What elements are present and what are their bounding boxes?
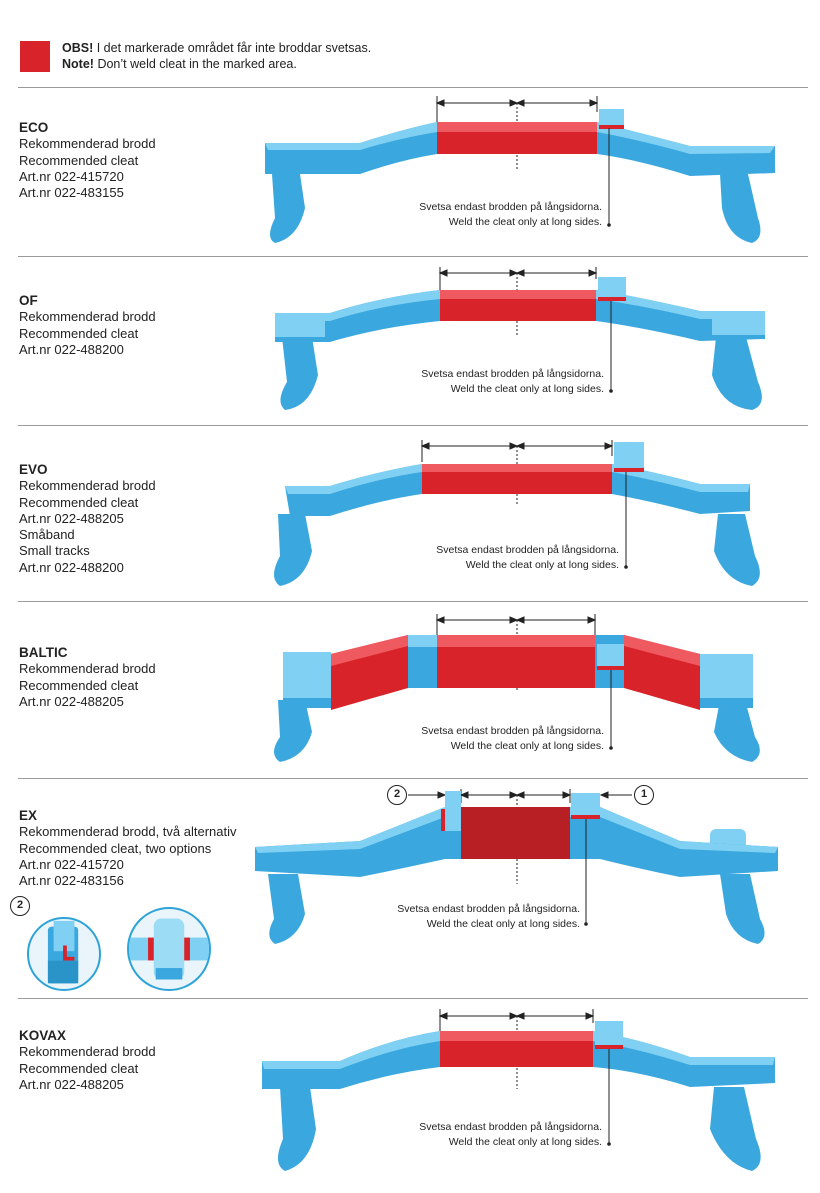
weld-note: Svetsa endast brodden på långsidorna. We… — [419, 1120, 602, 1150]
divider — [18, 778, 808, 779]
detail-callout-2: 2 — [10, 896, 30, 916]
section-of: OF Rekommenderad brodd Recommended cleat… — [0, 257, 820, 425]
note-sv: Svetsa endast brodden på långsidorna. — [419, 1121, 602, 1133]
section-kovax: KOVAX Rekommenderad brodd Recommended cl… — [0, 999, 820, 1193]
obs-label: OBS! — [62, 41, 94, 55]
info-line: Recommended cleat, two options — [19, 840, 212, 856]
note-en: Weld the cleat only at long sides. — [448, 1136, 602, 1148]
callout-option-2: 2 — [387, 785, 407, 805]
info-line: Recommended cleat — [19, 494, 139, 510]
note-sv: Svetsa endast brodden på långsidorna. — [397, 903, 580, 915]
info-line: Recommended cleat — [19, 1060, 139, 1076]
weld-note: Svetsa endast brodden på långsidorna. We… — [419, 200, 602, 230]
marked-area-swatch — [20, 41, 50, 72]
divider — [18, 425, 808, 426]
divider — [18, 998, 808, 999]
info-line: Recommended cleat — [19, 325, 139, 341]
info-line: Art.nr 022-488200 — [19, 341, 124, 357]
info-line: Småband — [19, 527, 75, 543]
divider — [18, 87, 808, 88]
note-en: Weld the cleat only at long sides. — [448, 216, 602, 228]
divider — [18, 601, 808, 602]
note-en: Weld the cleat only at long sides. — [465, 559, 619, 571]
info-line: Small tracks — [19, 543, 90, 559]
weld-note: Svetsa endast brodden på långsidorna. We… — [421, 724, 604, 754]
product-info: BALTIC Rekommenderad brodd Recommended c… — [19, 645, 156, 710]
info-line: Art.nr 022-415720 — [19, 168, 124, 184]
product-info: EX Rekommenderad brodd, två alternativ R… — [19, 808, 237, 889]
eco-track-illustration — [265, 96, 775, 243]
product-info: ECO Rekommenderad brodd Recommended clea… — [19, 120, 156, 201]
info-line: Rekommenderad brodd — [19, 136, 156, 152]
info-line: Recommended cleat — [19, 677, 139, 693]
section-ex: EX Rekommenderad brodd, två alternativ R… — [0, 779, 820, 998]
info-line: Art.nr 022-488205 — [19, 1076, 124, 1092]
baltic-track-illustration — [274, 614, 760, 762]
info-line: Rekommenderad brodd — [19, 661, 156, 677]
weld-note: Svetsa endast brodden på långsidorna. We… — [421, 367, 604, 397]
note-sv: Svetsa endast brodden på långsidorna. — [421, 368, 604, 380]
info-line: Art.nr 022-415720 — [19, 856, 124, 872]
info-line: Art.nr 022-488205 — [19, 510, 124, 526]
info-line: Recommended cleat — [19, 152, 139, 168]
product-name: ECO — [19, 120, 49, 135]
info-line: Art.nr 022-488200 — [19, 559, 124, 575]
product-info: OF Rekommenderad brodd Recommended cleat… — [19, 293, 156, 358]
product-info: EVO Rekommenderad brodd Recommended clea… — [19, 462, 156, 576]
note-sv: Svetsa endast brodden på långsidorna. — [419, 201, 602, 213]
section-baltic: BALTIC Rekommenderad brodd Recommended c… — [0, 602, 820, 778]
product-name: EX — [19, 808, 38, 823]
note-sv: Svetsa endast brodden på långsidorna. — [421, 725, 604, 737]
callout-option-1: 1 — [634, 785, 654, 805]
obs-text: I det markerade området får inte broddar… — [96, 41, 372, 55]
detail-view-side — [27, 917, 101, 991]
product-name: EVO — [19, 462, 48, 477]
weld-note: Svetsa endast brodden på långsidorna. We… — [436, 543, 619, 573]
info-line: Rekommenderad brodd — [19, 309, 156, 325]
note-en: Weld the cleat only at long sides. — [426, 918, 580, 930]
evo-track-illustration — [274, 440, 760, 586]
note-text: Don’t weld cleat in the marked area. — [97, 57, 297, 71]
note-en: Weld the cleat only at long sides. — [450, 383, 604, 395]
product-info: KOVAX Rekommenderad brodd Recommended cl… — [19, 1028, 156, 1093]
info-line: Art.nr 022-488205 — [19, 693, 124, 709]
info-line: Art.nr 022-483156 — [19, 873, 124, 889]
info-line: Rekommenderad brodd — [19, 478, 156, 494]
section-eco: ECO Rekommenderad brodd Recommended clea… — [0, 88, 820, 256]
info-line: Art.nr 022-483155 — [19, 185, 124, 201]
info-line: Rekommenderad brodd — [19, 1044, 156, 1060]
detail-view-top — [127, 907, 211, 991]
note-sv: Svetsa endast brodden på långsidorna. — [436, 544, 619, 556]
legend-text: OBS! I det markerade området får inte br… — [62, 40, 371, 72]
divider — [18, 256, 808, 257]
product-name: BALTIC — [19, 645, 68, 660]
note-en: Weld the cleat only at long sides. — [450, 740, 604, 752]
legend: OBS! I det markerade området får inte br… — [20, 40, 620, 74]
product-name: OF — [19, 293, 38, 308]
section-evo: EVO Rekommenderad brodd Recommended clea… — [0, 426, 820, 601]
weld-note: Svetsa endast brodden på långsidorna. We… — [397, 902, 580, 932]
info-line: Rekommenderad brodd, två alternativ — [19, 824, 237, 840]
of-track-illustration — [275, 267, 765, 410]
product-name: KOVAX — [19, 1028, 67, 1043]
kovax-track-illustration — [262, 1009, 775, 1171]
ex-track-illustration — [255, 789, 778, 944]
note-label: Note! — [62, 57, 94, 71]
